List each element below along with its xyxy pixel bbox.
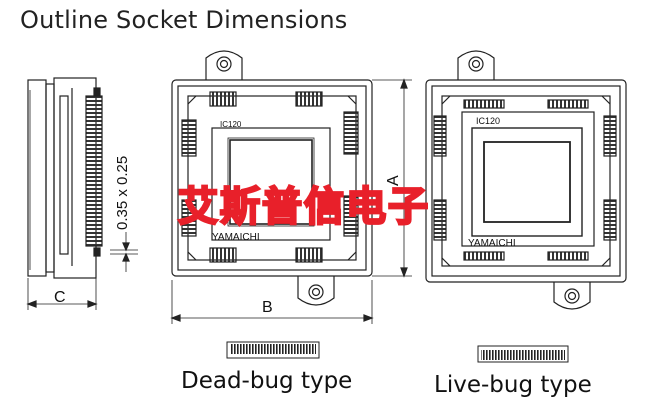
live-bug-brand: YAMAICHI	[468, 238, 516, 249]
dead-bug-brand: YAMAICHI	[212, 232, 260, 243]
live-bug-caption: Live-bug type	[434, 372, 592, 398]
side-view	[26, 77, 138, 310]
dead-bug-pin-strip	[226, 341, 320, 359]
live-bug-chip-label: IC120	[476, 116, 500, 126]
dim-b-label: B	[262, 299, 273, 316]
pitch-label: 0.35 x 0.25	[114, 156, 131, 230]
live-bug-pin-strip	[477, 345, 569, 363]
dim-c-label: C	[54, 289, 66, 306]
dead-bug-socket	[170, 50, 412, 324]
dim-a-label: A	[385, 175, 402, 186]
page-title: Outline Socket Dimensions	[20, 6, 348, 34]
dead-bug-caption: Dead-bug type	[181, 368, 353, 394]
watermark: 艾斯普信电子	[178, 184, 430, 230]
dead-bug-chip-label: IC120	[220, 120, 242, 129]
live-bug-socket	[425, 50, 627, 310]
